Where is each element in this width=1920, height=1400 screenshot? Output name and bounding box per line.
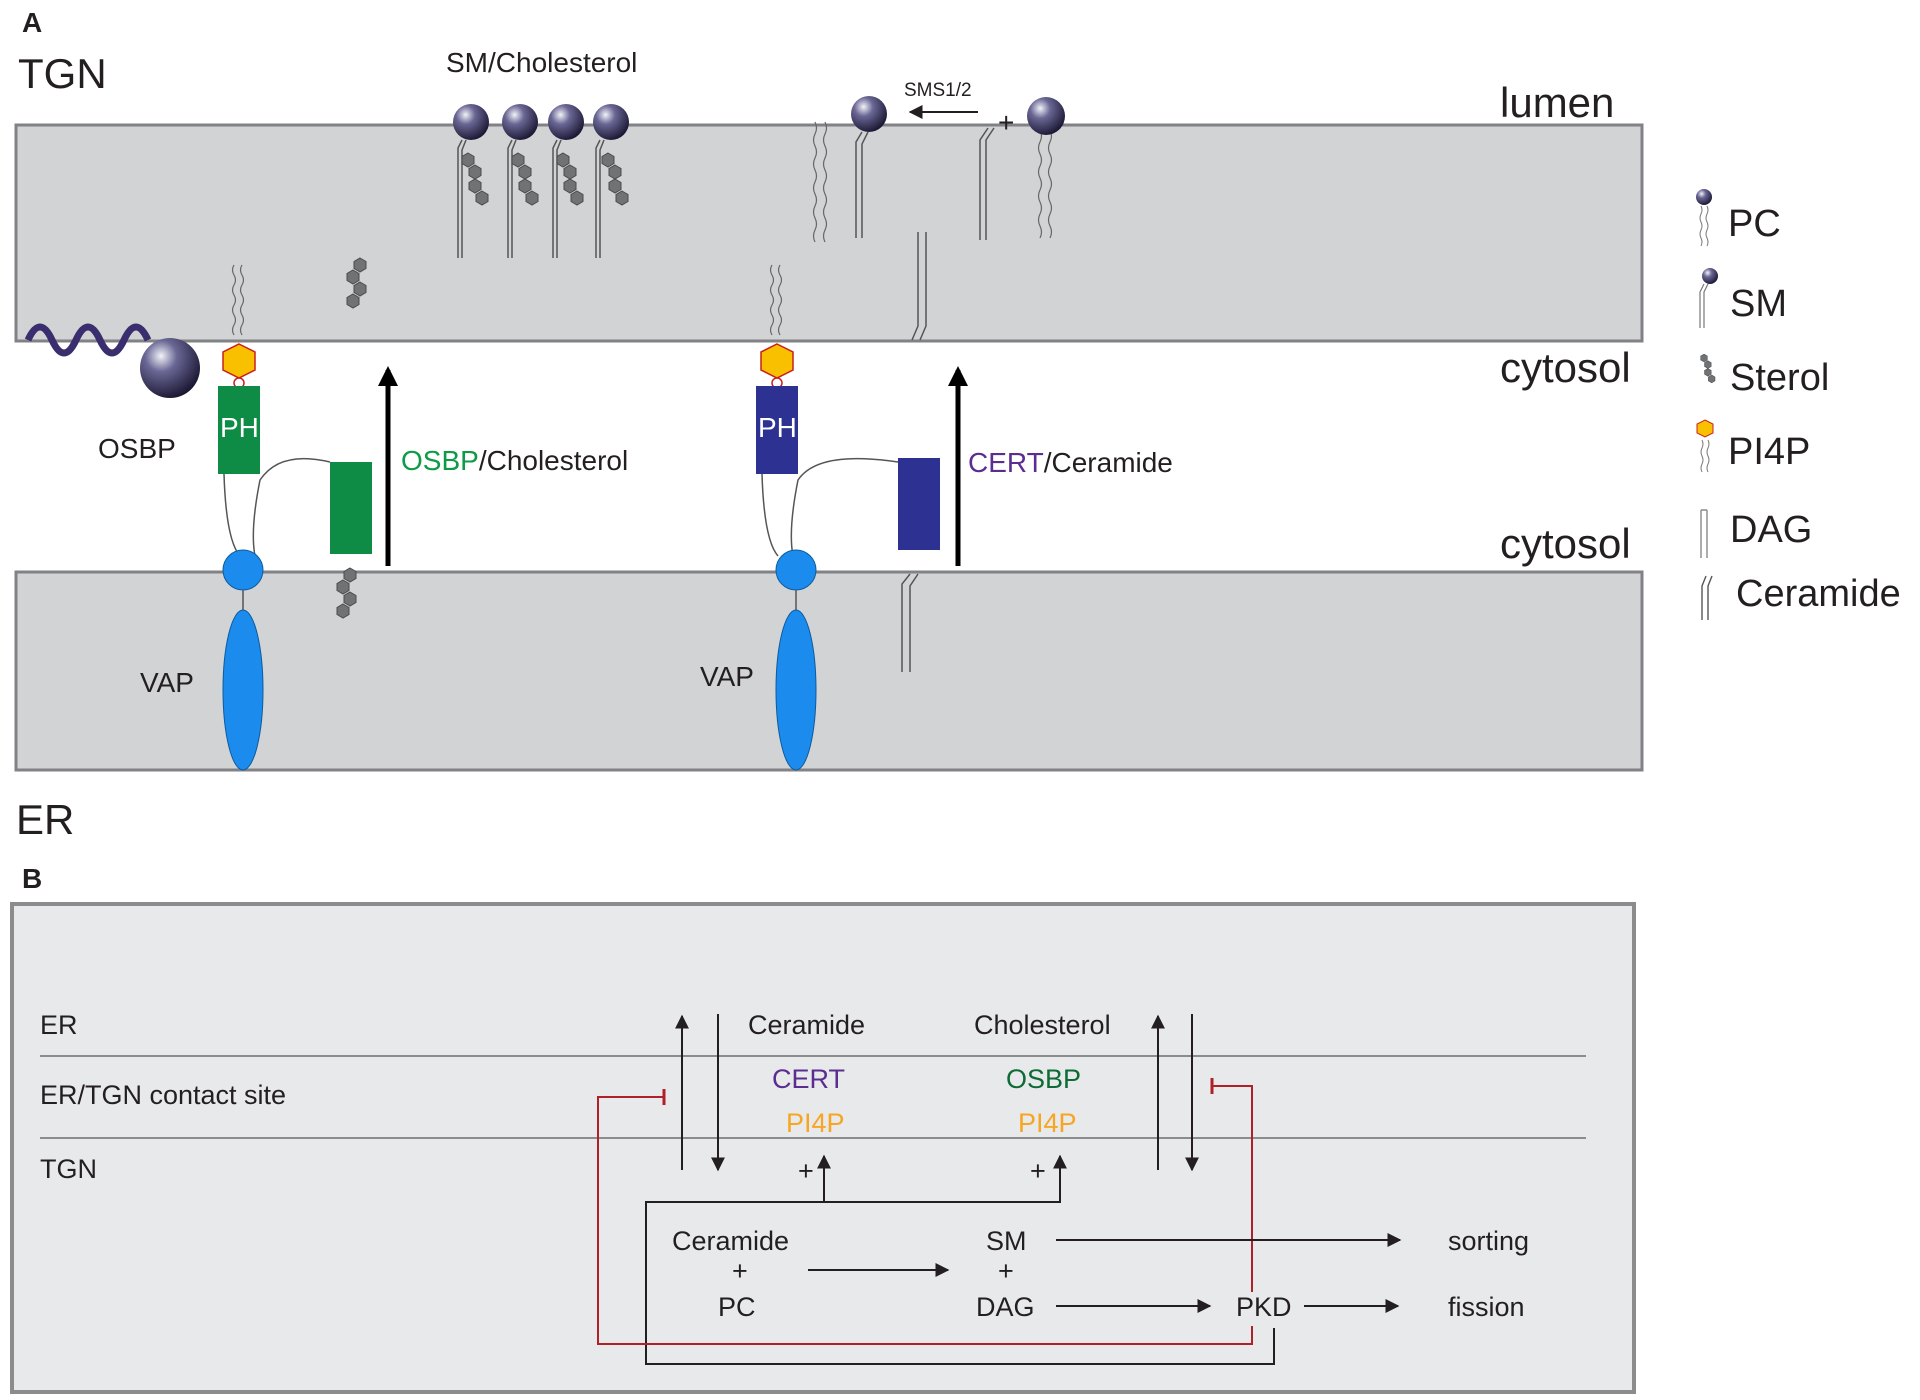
sm-lipid [453, 104, 489, 258]
sms-plus: + [998, 107, 1014, 138]
pkd-node: PKD [1236, 1292, 1292, 1322]
pi4p-right-text: PI4P [1018, 1108, 1077, 1138]
pc-icon [1696, 189, 1712, 205]
legend-label: Sterol [1730, 357, 1829, 399]
osbp-complex: PH [218, 264, 372, 771]
legend: PC SM Sterol PI4P DAG Ceramide [1696, 189, 1901, 620]
vap-right-label: VAP [700, 661, 754, 692]
cert-text: CERT [772, 1064, 845, 1094]
sm-cholesterol-label: SM/Cholesterol [446, 47, 637, 78]
osbp-transfer-label: OSBP/Cholesterol [401, 445, 628, 476]
ceramide-node: Ceramide [672, 1226, 789, 1256]
er-label: ER [16, 796, 74, 843]
plus-right: + [1030, 1156, 1046, 1186]
ph-label-right: PH [758, 412, 797, 443]
vap-left [222, 609, 264, 771]
legend-label: PC [1728, 203, 1781, 245]
pi4p-icon [222, 343, 256, 379]
cholesterol-er-text: Cholesterol [974, 1010, 1111, 1040]
dag-node: DAG [976, 1292, 1035, 1322]
pkd-to-pi4p-right-arrow [645, 1154, 1275, 1365]
cytosol-top-label: cytosol [1500, 344, 1631, 391]
panel-a-label: A [22, 7, 42, 38]
tgn-membrane [14, 123, 1644, 343]
vap-right [775, 609, 817, 771]
legend-item: PC [1696, 189, 1781, 247]
tgn-label: TGN [18, 50, 107, 97]
dag-lipid [979, 127, 995, 240]
osbp-text: OSBP [1006, 1064, 1081, 1094]
sm-lipid [593, 104, 629, 258]
dag-icon [1700, 509, 1708, 558]
panel-b-label: B [22, 863, 42, 894]
osbp-label: OSBP [98, 433, 176, 464]
legend-item: PI4P [1696, 419, 1810, 473]
ph-label-left: PH [220, 412, 259, 443]
legend-item: DAG [1700, 509, 1812, 558]
legend-item: SM [1699, 268, 1787, 328]
ph-domain-osbp [218, 386, 260, 474]
legend-item: Sterol [1701, 354, 1829, 399]
ceramide-plus: + [732, 1256, 748, 1286]
cytosol-bottom-label: cytosol [1500, 520, 1631, 567]
sm-icon [1702, 268, 1718, 284]
cert-complex: PH [756, 264, 940, 771]
ceramide-er-text: Ceramide [748, 1010, 865, 1040]
sorting-node: sorting [1448, 1226, 1529, 1256]
ph-domain-cert [756, 386, 798, 474]
legend-label: DAG [1730, 509, 1812, 551]
row-tgn-label: TGN [40, 1154, 97, 1184]
plus-left: + [798, 1156, 814, 1186]
legend-item: Ceramide [1701, 573, 1901, 620]
sm-head [851, 96, 887, 132]
fission-node: fission [1448, 1292, 1525, 1322]
legend-label: PI4P [1728, 431, 1810, 473]
pkd-inhibits-osbp [1212, 1085, 1253, 1292]
sm-plus: + [998, 1256, 1014, 1286]
row-er-label: ER [40, 1010, 78, 1040]
pi4p-icon [760, 343, 794, 379]
ceramide-in-er [901, 573, 919, 672]
pc-lipid [1027, 97, 1065, 239]
row-contact-label: ER/TGN contact site [40, 1080, 286, 1110]
er-membrane [14, 570, 1644, 772]
pi4p-left-text: PI4P [786, 1108, 845, 1138]
sm-cholesterol-cluster [453, 104, 629, 258]
tether-head [140, 338, 200, 398]
sterol-icon [1701, 354, 1715, 383]
pi4p-icon [1696, 419, 1714, 438]
panel-b-box [10, 902, 1636, 1394]
cert-transfer-label: CERT/Ceramide [968, 447, 1173, 478]
tether-coil [24, 323, 152, 357]
ceramide-in-tgn [911, 232, 927, 341]
orp-domain-osbp [330, 462, 372, 554]
sm-lipid [548, 104, 584, 258]
sm-node: SM [986, 1226, 1027, 1256]
legend-label: SM [1730, 283, 1787, 325]
sms-label: SMS1/2 [904, 80, 972, 101]
start-domain-cert [898, 458, 940, 550]
legend-label: Ceramide [1736, 573, 1901, 615]
pc-node: PC [718, 1292, 756, 1322]
vap-left-label: VAP [140, 667, 194, 698]
lumen-label: lumen [1500, 79, 1614, 126]
sms-reaction: SMS1/2 + [812, 80, 1065, 243]
ceramide-icon [1701, 575, 1713, 620]
sm-lipid [502, 104, 538, 258]
pkd-inhibits-cert [597, 1096, 1253, 1345]
